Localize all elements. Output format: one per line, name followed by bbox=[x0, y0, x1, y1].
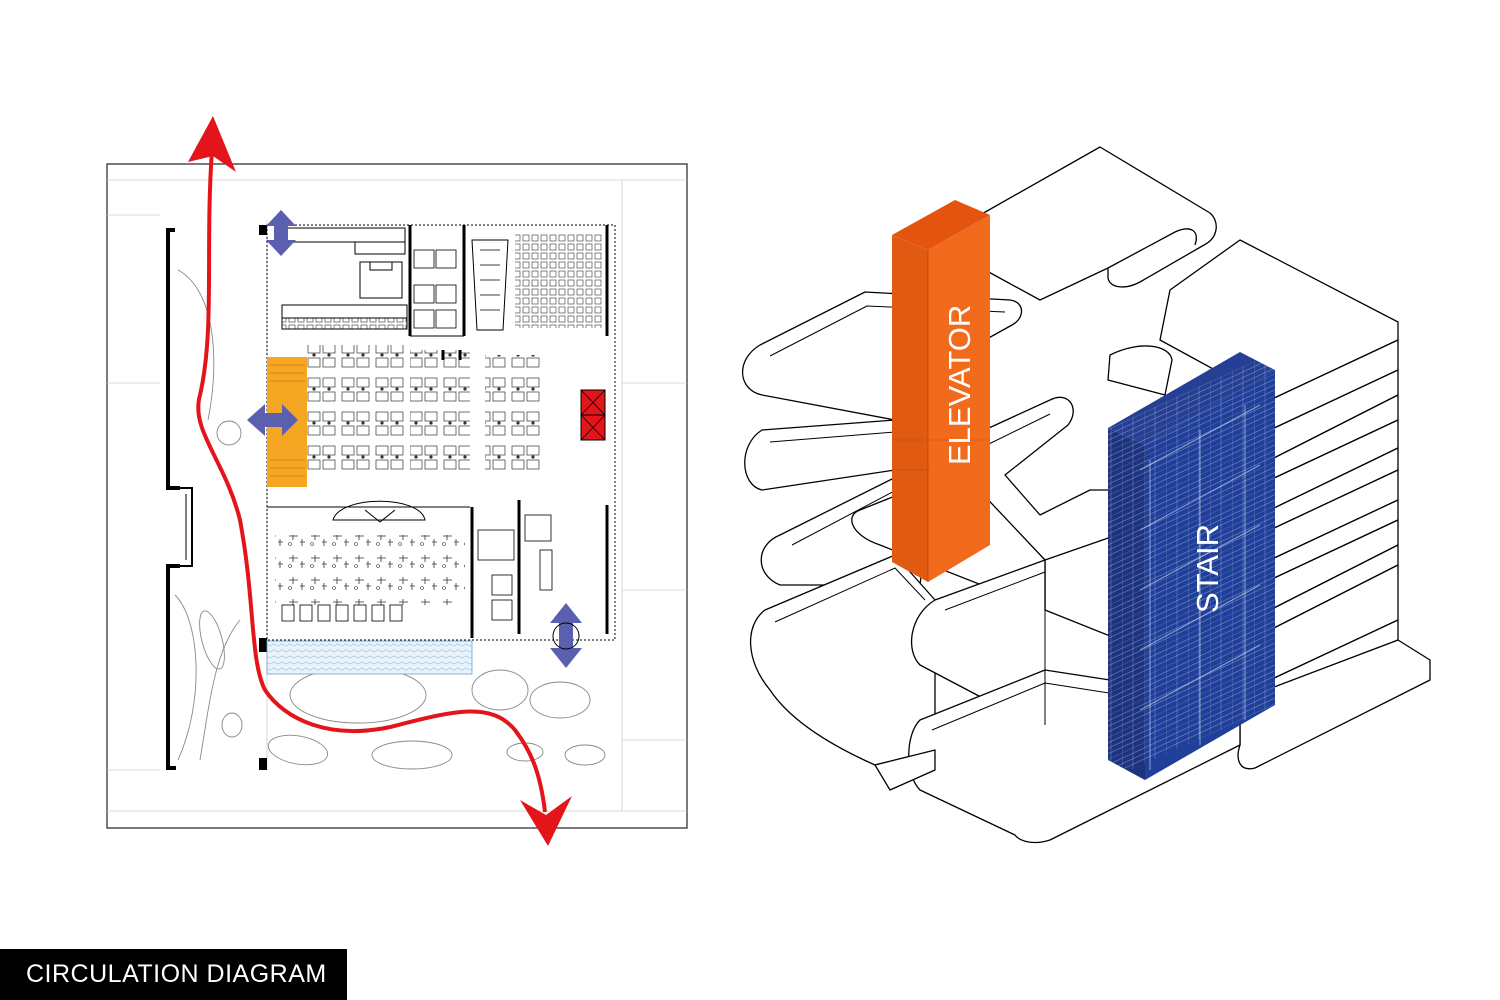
stair-core: STAIR bbox=[1108, 352, 1275, 780]
circulation-path-arrow bbox=[520, 796, 572, 846]
caption-text: CIRCULATION DIAGRAM bbox=[26, 960, 327, 988]
floor-slab bbox=[749, 554, 936, 766]
circulation-path-arrow bbox=[188, 116, 236, 172]
floor-slab bbox=[979, 146, 1217, 301]
isometric-building bbox=[741, 146, 1431, 844]
exit-stair-marker bbox=[580, 389, 606, 441]
elevator-core: ELEVATOR bbox=[892, 200, 990, 582]
elevator-label: ELEVATOR bbox=[942, 305, 977, 465]
floor-slab bbox=[744, 419, 896, 491]
floor-plan bbox=[106, 163, 688, 829]
stair-label: STAIR bbox=[1190, 524, 1225, 613]
circulation-path bbox=[188, 116, 572, 846]
pool bbox=[266, 640, 473, 675]
vertical-circulation-arrow bbox=[550, 603, 582, 668]
horizontal-circulation-arrow bbox=[247, 404, 298, 436]
floor-slab bbox=[1237, 639, 1431, 770]
vertical-circulation-arrow bbox=[266, 210, 296, 256]
caption-bar: CIRCULATION DIAGRAM bbox=[0, 949, 347, 1000]
